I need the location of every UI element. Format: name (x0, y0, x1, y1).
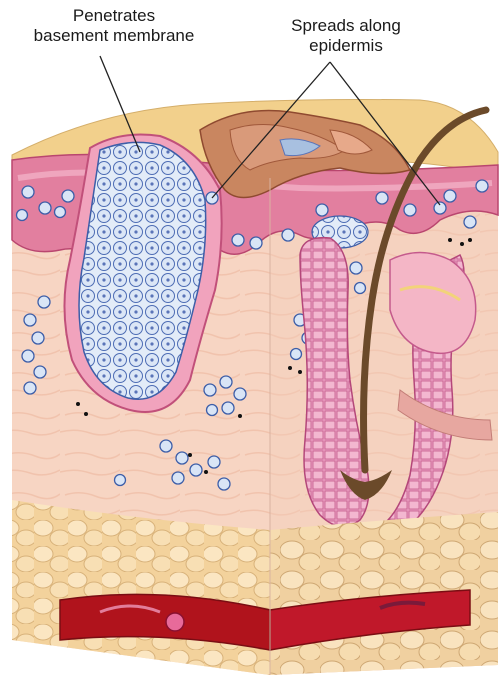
label-penetrates-basement-membrane: Penetrates basement membrane (4, 6, 224, 46)
label-spreads-along-epidermis: Spreads along epidermis (268, 16, 424, 56)
label-penetrates-line1: Penetrates (4, 6, 224, 26)
label-spreads-line2: epidermis (268, 36, 424, 56)
label-penetrates-line2: basement membrane (4, 26, 224, 46)
label-spreads-line1: Spreads along (268, 16, 424, 36)
